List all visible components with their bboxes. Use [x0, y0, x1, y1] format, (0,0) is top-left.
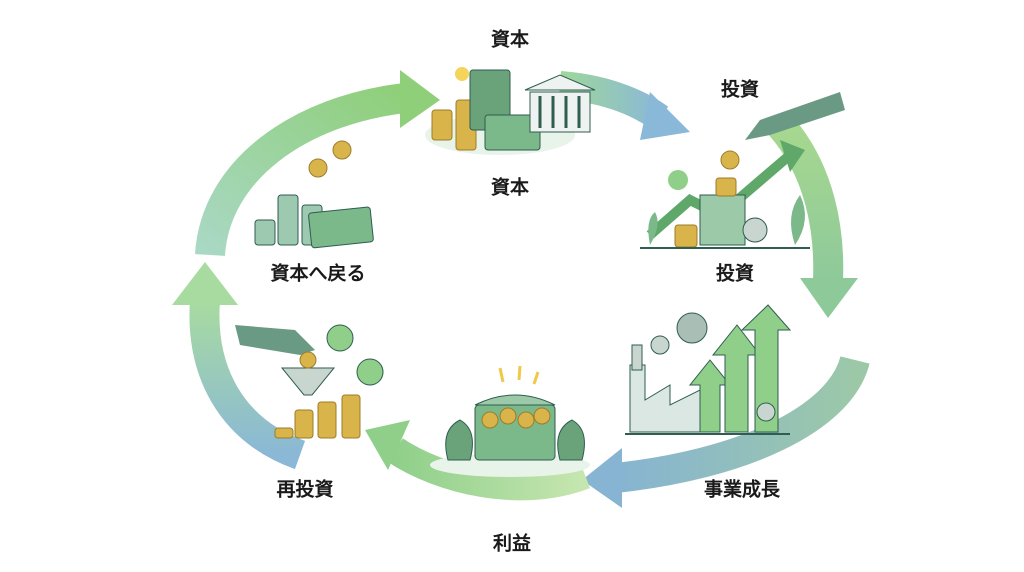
profit-illustration	[430, 365, 590, 477]
reinvestment-illustration	[235, 324, 384, 439]
label-return-to-capital: 資本へ戻る	[270, 262, 366, 285]
label-profit: 利益	[492, 532, 532, 555]
arrowhead-icon	[640, 92, 690, 140]
arrow-profit-to-reinvestment	[387, 438, 591, 501]
label-reinvestment: 再投資	[276, 478, 334, 501]
capital-illustration	[425, 67, 596, 155]
arrow-reinvestment-to-return	[189, 298, 306, 470]
arrow-growth-to-profit	[613, 355, 870, 493]
business-growth-illustration	[625, 304, 792, 435]
investment-illustration	[640, 92, 845, 249]
label-investment-caption: 投資	[715, 262, 755, 285]
label-investment: 投資	[720, 78, 760, 101]
arrowhead-icon	[800, 278, 858, 318]
label-business-growth: 事業成長	[703, 478, 781, 501]
arrowhead-icon	[172, 262, 238, 305]
arrowhead-icon	[400, 70, 440, 128]
label-capital: 資本	[490, 28, 530, 51]
arrow-return-to-capital	[195, 83, 407, 257]
label-capital-caption: 資本	[490, 176, 530, 199]
return-to-capital-illustration	[254, 140, 374, 249]
arrowhead-icon	[582, 448, 622, 508]
arrowhead-icon	[365, 420, 410, 470]
arrow-investment-to-growth	[768, 115, 844, 281]
